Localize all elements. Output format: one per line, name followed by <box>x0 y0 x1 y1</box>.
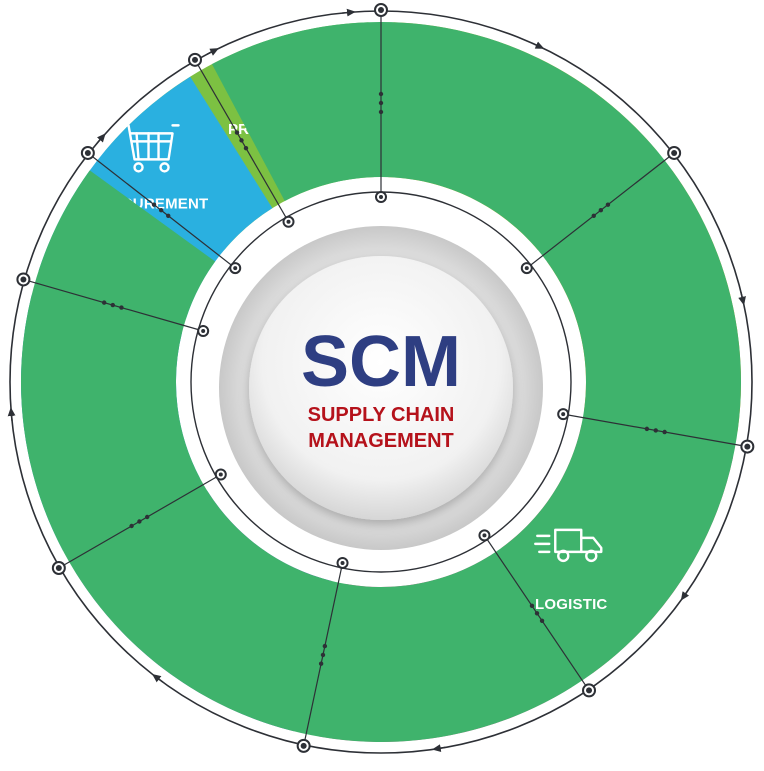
divider-dot <box>101 300 107 305</box>
shopping-cart-icon <box>119 124 180 173</box>
center-subtitle-line-2: MANAGEMENT <box>308 430 454 452</box>
ring-arrow <box>342 8 356 17</box>
divider-dot <box>539 618 545 623</box>
connector-node-center <box>586 687 593 694</box>
center-title: SCM <box>301 322 461 402</box>
segment-logistic: LOGISTIC <box>20 22 741 743</box>
connector-node-center <box>340 560 345 565</box>
delivery-truck-icon <box>534 528 603 563</box>
divider-dot <box>320 652 326 658</box>
divider-dot <box>119 305 124 310</box>
connector-node-center <box>218 472 223 477</box>
connector-node-center <box>671 149 678 156</box>
divider-dot <box>598 208 604 213</box>
connector-node-center <box>192 56 198 63</box>
divider-lines <box>7 3 755 753</box>
connector-node-center <box>561 412 566 417</box>
connector-node-center <box>201 329 206 334</box>
ring-arrow <box>680 589 690 601</box>
connector-node-center <box>379 195 383 199</box>
ring-arrow <box>738 292 746 306</box>
divider-dot <box>129 523 134 529</box>
ring-arrow <box>431 744 446 753</box>
divider-dot <box>378 91 384 97</box>
center-hub: SCM SUPPLY CHAIN MANAGEMENT <box>219 226 543 550</box>
connector-node-center <box>84 149 91 156</box>
connector-node-center <box>20 276 27 283</box>
divider-dot <box>322 643 328 649</box>
divider-dot <box>239 138 244 143</box>
divider-dot <box>653 428 658 433</box>
connector-node-center <box>482 533 487 538</box>
connector-node-center <box>233 266 238 271</box>
divider-dot <box>151 202 157 207</box>
divider-dot <box>318 661 324 666</box>
segments-layer: PROFITANALYSISMANAGEMENTMANUFACTURINGTIM… <box>20 22 741 743</box>
segment-label-logistic: LOGISTIC <box>535 596 607 613</box>
connector-node-center <box>744 443 751 450</box>
divider-dot <box>591 213 596 218</box>
divider-dot <box>378 109 384 115</box>
ring-arrow <box>96 133 106 144</box>
divider-dot <box>529 603 535 609</box>
ring-arrow <box>531 41 545 49</box>
connector-node-center <box>378 7 384 13</box>
divider-dot <box>662 429 667 435</box>
divider-dot <box>166 213 171 218</box>
connector-node-center <box>300 742 307 749</box>
divider-dot <box>243 145 249 151</box>
divider-dot <box>144 514 150 520</box>
ring-arrow <box>7 407 16 421</box>
connector-node-center <box>55 565 62 571</box>
divider-dot <box>110 302 116 308</box>
ring-arrow <box>206 48 219 56</box>
connector-node-center <box>524 266 529 271</box>
segment-shape <box>20 22 741 743</box>
ring-arrow <box>152 673 164 683</box>
divider-dot <box>605 202 611 207</box>
center-subtitle-line-1: SUPPLY CHAIN <box>308 404 455 426</box>
divider-dot <box>378 100 384 106</box>
divider-dot <box>234 130 240 135</box>
divider-dot <box>137 519 142 524</box>
divider-dot <box>534 611 540 616</box>
divider-dot <box>644 426 650 432</box>
connector-node-center <box>286 219 291 224</box>
divider-dot <box>158 208 164 213</box>
